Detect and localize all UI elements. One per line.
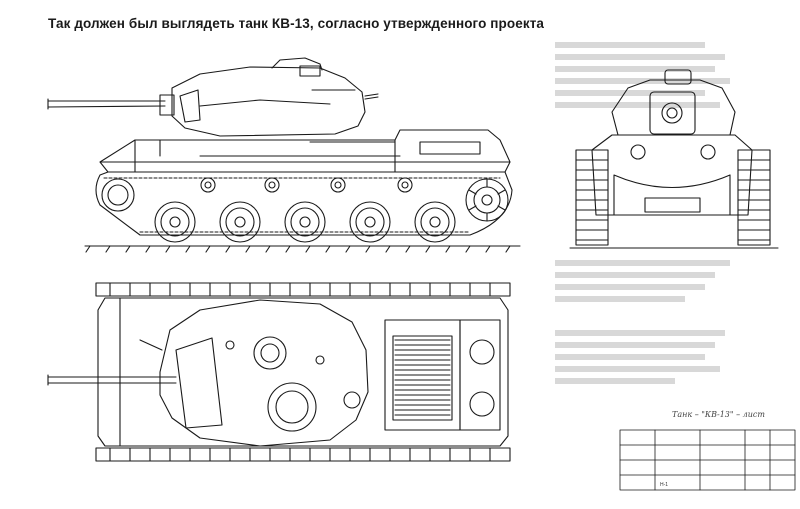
return-rollers: [200, 177, 413, 193]
deck-hatches: [469, 339, 495, 417]
road-wheels: [154, 201, 456, 243]
title-block: [619, 429, 796, 491]
top-gun: [47, 339, 177, 386]
main-gun: [47, 94, 175, 116]
ground-line: [84, 245, 521, 253]
front-view: [569, 69, 779, 249]
top-view: [47, 282, 511, 462]
drive-sprocket: [465, 178, 509, 222]
handwritten-note: Танк – "КВ-13" – лист: [672, 410, 765, 419]
side-view: [47, 57, 521, 253]
track: [95, 171, 513, 236]
figure-caption: Так должен был выглядеть танк КВ-13, сог…: [48, 16, 545, 31]
turret: [171, 57, 379, 137]
top-turret: [159, 299, 369, 447]
idler-wheel: [101, 178, 135, 212]
top-hull: [97, 297, 509, 447]
top-tracks: [95, 282, 511, 462]
engine-grille: [392, 335, 453, 421]
front-tracks: [575, 149, 771, 246]
stamp-title: Н-1: [660, 482, 668, 488]
